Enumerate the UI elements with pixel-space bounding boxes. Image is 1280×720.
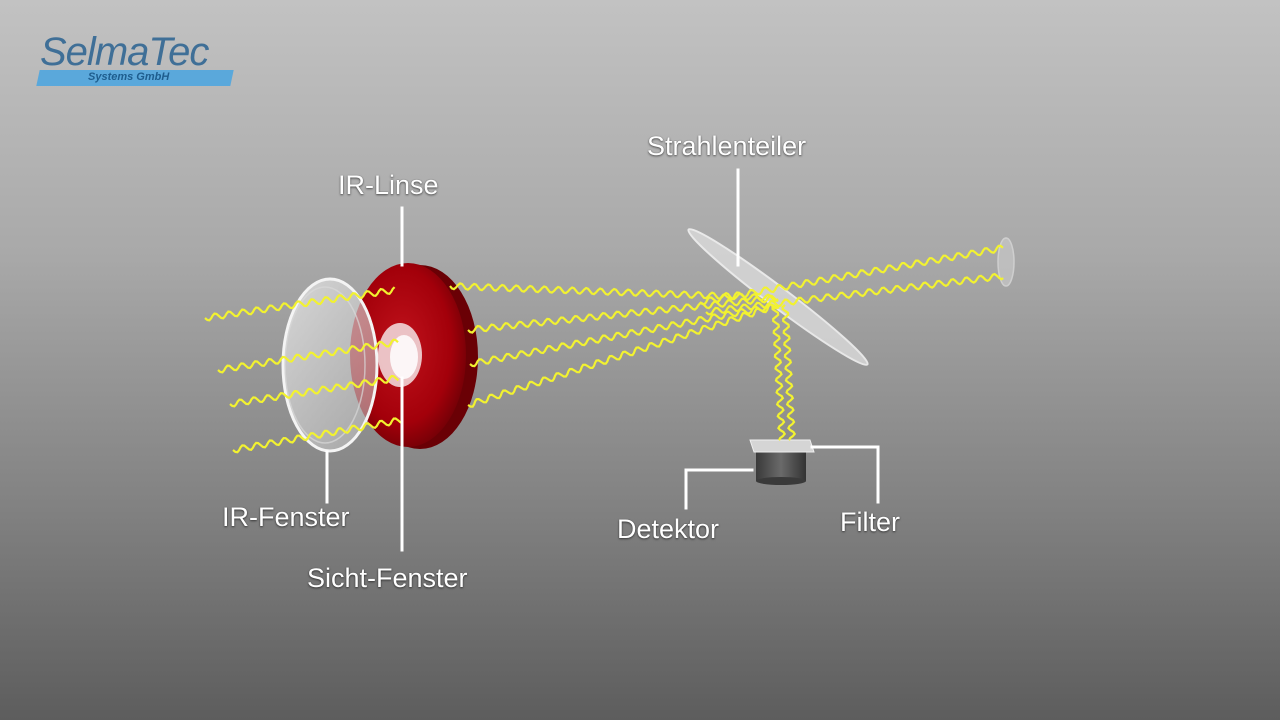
ir-fenster-label: IR-Fenster: [222, 502, 350, 532]
ir-window: [281, 277, 379, 453]
detector: [749, 439, 815, 485]
logo-name: SelmaTec: [40, 30, 209, 74]
strahlenteiler-label: Strahlenteiler: [647, 131, 807, 161]
filter-label: Filter: [840, 507, 900, 537]
sicht-fenster-label: Sicht-Fenster: [307, 563, 468, 593]
detektor-label: Detektor: [617, 514, 720, 544]
logo-subtitle: Systems GmbH: [88, 71, 170, 83]
ray-in-1: [204, 286, 396, 322]
ray-mid-4: [467, 303, 779, 408]
ray-in-2: [217, 338, 399, 374]
ray-in-3: [229, 374, 400, 408]
ray-down-1: [771, 304, 787, 441]
ir-linse-label: IR-Linse: [338, 170, 439, 200]
infrared-rays: [204, 244, 1004, 454]
ir-lens: [350, 263, 478, 449]
ray-out-2: [705, 272, 1004, 316]
ray-mid-2: [467, 294, 779, 334]
target-mirror: [997, 237, 1015, 287]
filter-leader: [810, 445, 880, 504]
ray-out-1: [699, 244, 1004, 306]
ray-mid-3: [469, 302, 780, 368]
detektor-leader: [684, 468, 754, 510]
selmatec-logo: SelmaTec Systems GmbH: [36, 30, 234, 88]
ray-down-2: [781, 304, 797, 441]
ray-in-4: [232, 417, 403, 454]
filter-plate: [749, 439, 815, 453]
